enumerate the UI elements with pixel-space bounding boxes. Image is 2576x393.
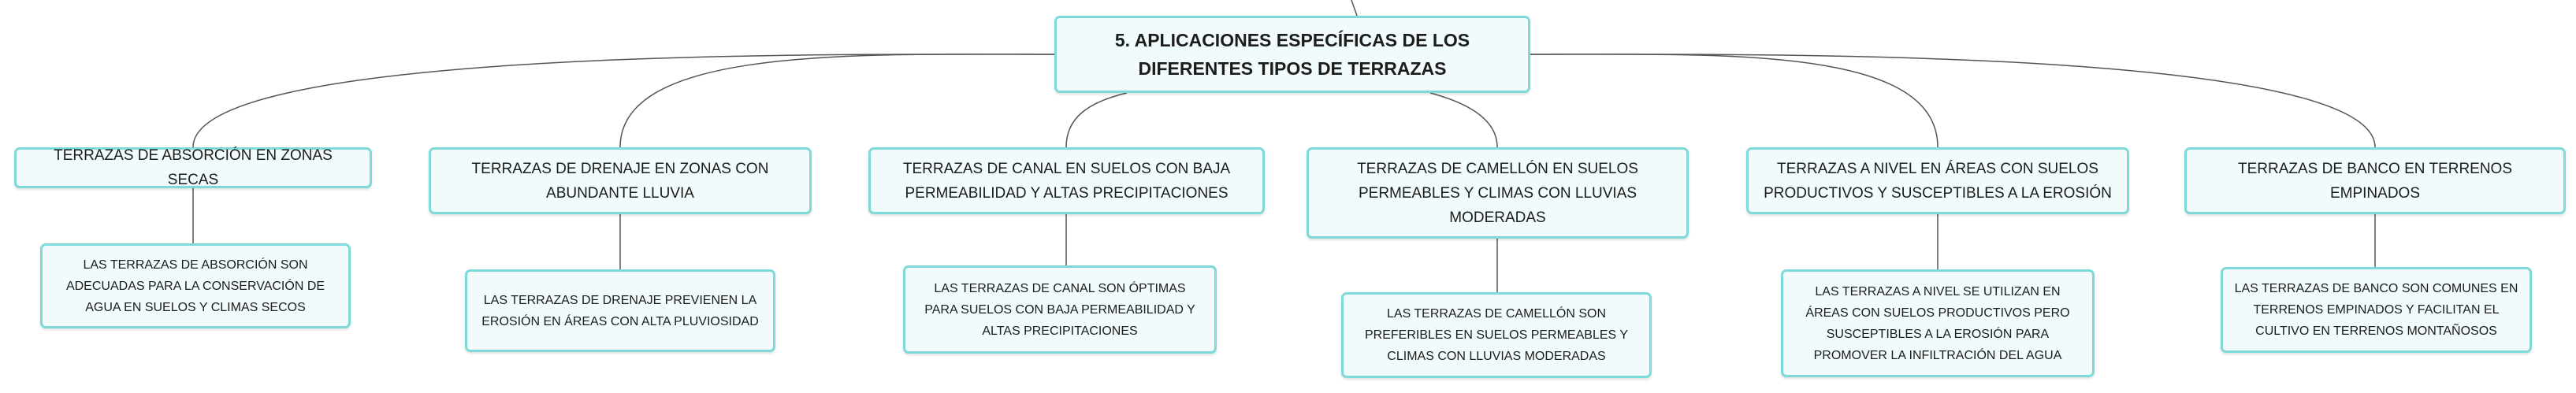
branch-drenaje[interactable]: TERRAZAS DE DRENAJE EN ZONAS CON ABUNDAN…: [429, 147, 812, 214]
branch-banco[interactable]: TERRAZAS DE BANCO EN TERRENOS EMPINADOS: [2184, 147, 2566, 214]
leaf-nivel[interactable]: LAS TERRAZAS A NIVEL SE UTILIZAN EN ÁREA…: [1781, 269, 2095, 377]
branch-label: TERRAZAS DE DRENAJE EN ZONAS CON ABUNDAN…: [471, 160, 769, 202]
leaf-label: LAS TERRAZAS DE CAMELLÓN SON PREFERIBLES…: [1364, 307, 1629, 363]
leaf-label: LAS TERRAZAS A NIVEL SE UTILIZAN EN ÁREA…: [1805, 284, 2070, 362]
root-topic[interactable]: 5. APLICACIONES ESPECÍFICAS DE LOS DIFER…: [1054, 16, 1530, 93]
connector-root-branch: [619, 54, 1055, 148]
connector-incoming: [1351, 0, 1358, 17]
connector-root-branch: [1429, 92, 1498, 148]
connector-root-branch: [192, 54, 1055, 148]
root-topic-label: 5. APLICACIONES ESPECÍFICAS DE LOS DIFER…: [1114, 30, 1470, 79]
connector-root-branch: [1530, 54, 1939, 148]
branch-nivel[interactable]: TERRAZAS A NIVEL EN ÁREAS CON SUELOS PRO…: [1746, 147, 2129, 214]
branch-label: TERRAZAS DE CAMELLÓN EN SUELOS PERMEABLE…: [1357, 160, 1638, 226]
leaf-label: LAS TERRAZAS DE ABSORCIÓN SON ADECUADAS …: [65, 258, 325, 314]
leaf-banco[interactable]: LAS TERRAZAS DE BANCO SON COMUNES EN TER…: [2221, 267, 2532, 353]
connector-root-branch: [1065, 92, 1128, 148]
branch-label: TERRAZAS DE BANCO EN TERRENOS EMPINADOS: [2237, 160, 2513, 202]
leaf-absorcion[interactable]: LAS TERRAZAS DE ABSORCIÓN SON ADECUADAS …: [40, 243, 351, 328]
branch-camellon[interactable]: TERRAZAS DE CAMELLÓN EN SUELOS PERMEABLE…: [1307, 147, 1689, 239]
leaf-drenaje[interactable]: LAS TERRAZAS DE DRENAJE PREVIENEN LA ERO…: [465, 269, 775, 352]
branch-absorcion[interactable]: TERRAZAS DE ABSORCIÓN EN ZONAS SECAS: [14, 147, 372, 188]
leaf-camellon[interactable]: LAS TERRAZAS DE CAMELLÓN SON PREFERIBLES…: [1341, 292, 1652, 378]
leaf-label: LAS TERRAZAS DE CANAL SON ÓPTIMAS PARA S…: [924, 281, 1195, 338]
leaf-label: LAS TERRAZAS DE BANCO SON COMUNES EN TER…: [2234, 282, 2518, 338]
branch-canal[interactable]: TERRAZAS DE CANAL EN SUELOS CON BAJA PER…: [868, 147, 1265, 214]
branch-label: TERRAZAS A NIVEL EN ÁREAS CON SUELOS PRO…: [1764, 160, 2112, 202]
branch-label: TERRAZAS DE ABSORCIÓN EN ZONAS SECAS: [54, 147, 333, 188]
leaf-canal[interactable]: LAS TERRAZAS DE CANAL SON ÓPTIMAS PARA S…: [903, 265, 1217, 354]
connector-root-branch: [1530, 54, 2376, 148]
leaf-label: LAS TERRAZAS DE DRENAJE PREVIENEN LA ERO…: [481, 293, 759, 328]
branch-label: TERRAZAS DE CANAL EN SUELOS CON BAJA PER…: [902, 160, 1231, 202]
